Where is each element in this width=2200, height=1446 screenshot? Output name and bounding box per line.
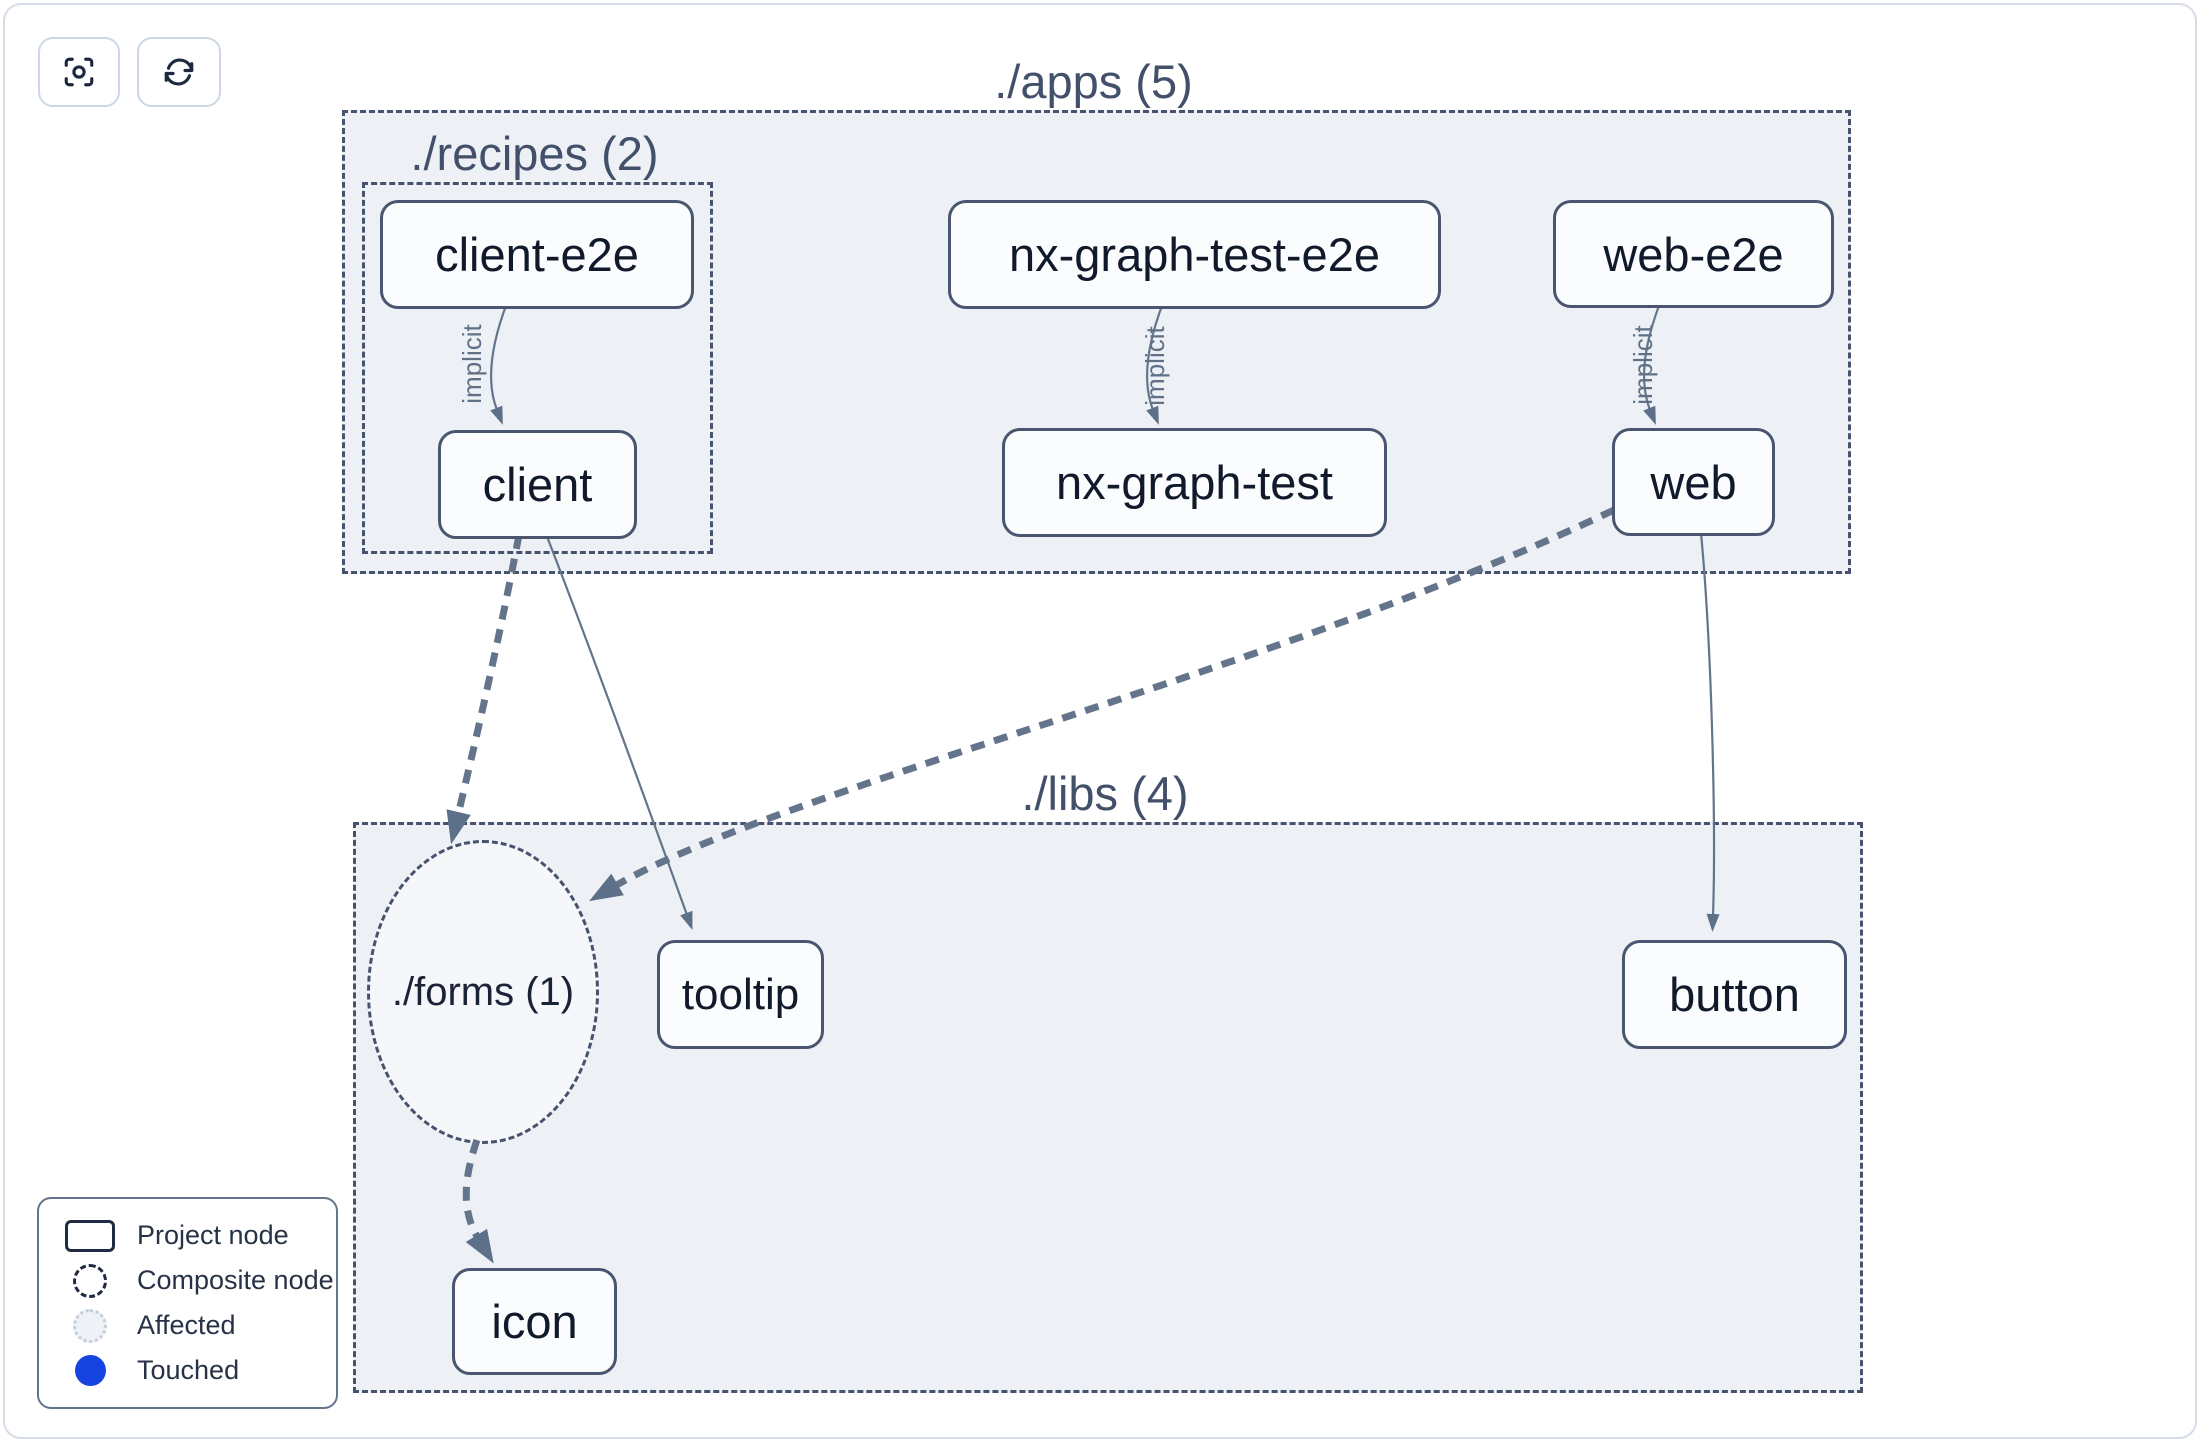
legend-label: Touched — [137, 1355, 240, 1385]
project-node-nx-graph-test[interactable]: nx-graph-test — [1002, 428, 1387, 537]
composite-node-forms-label: ./forms (1) — [391, 969, 575, 1014]
scan-focus-icon — [64, 57, 94, 87]
legend-item-composite-node: Composite node — [65, 1258, 336, 1303]
group-label-recipes: ./recipes (2) — [410, 127, 659, 180]
refresh-button[interactable] — [137, 37, 221, 107]
touched-icon — [65, 1355, 115, 1386]
project-node-icon[interactable]: icon — [452, 1268, 617, 1375]
legend-label: Composite node — [137, 1265, 334, 1295]
legend-item-project-node: Project node — [65, 1213, 336, 1258]
group-label-libs: ./libs (4) — [1021, 767, 1189, 820]
composite-node-forms[interactable]: ./forms (1) — [367, 840, 599, 1144]
project-node-nx-graph-test-e2e[interactable]: nx-graph-test-e2e — [948, 200, 1441, 309]
refresh-icon — [164, 58, 194, 86]
project-node-button[interactable]: button — [1622, 940, 1847, 1049]
page-frame — [3, 3, 2197, 1439]
legend-item-touched: Touched — [65, 1348, 336, 1393]
affected-icon — [65, 1308, 115, 1343]
legend-label: Project node — [137, 1220, 289, 1250]
legend-panel: Project node Composite node Affected Tou… — [37, 1197, 338, 1409]
composite-node-icon — [65, 1263, 115, 1298]
group-label-apps: ./apps (5) — [994, 55, 1193, 108]
project-node-client[interactable]: client — [438, 430, 637, 539]
project-node-client-e2e[interactable]: client-e2e — [380, 200, 694, 309]
project-node-tooltip[interactable]: tooltip — [657, 940, 824, 1049]
project-node-web-e2e[interactable]: web-e2e — [1553, 200, 1834, 308]
focus-view-button[interactable] — [38, 37, 120, 107]
legend-item-affected: Affected — [65, 1303, 336, 1348]
project-node-web[interactable]: web — [1612, 428, 1775, 536]
legend-label: Affected — [137, 1310, 236, 1340]
project-node-icon — [65, 1219, 115, 1252]
